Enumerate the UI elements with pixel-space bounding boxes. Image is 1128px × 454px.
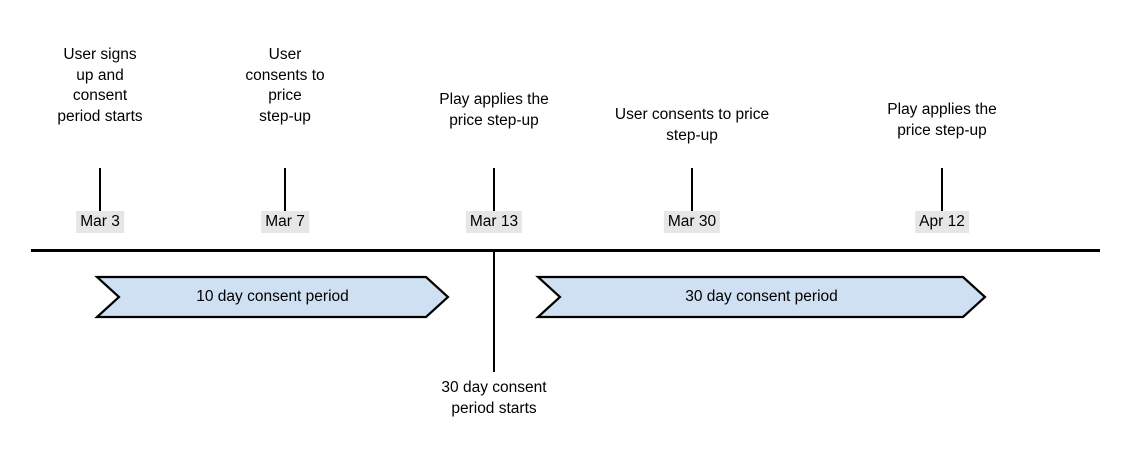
date-chip-signup: Mar 3 xyxy=(76,211,124,233)
timeline-axis xyxy=(31,249,1100,252)
event-tick-signup xyxy=(99,168,102,214)
event-below-label-stepup-applied-1: 30 day consent period starts xyxy=(441,379,547,417)
banner-shape-consent-period-30-day xyxy=(535,275,987,319)
event-label-stepup-applied-2: Play applies the price step-up xyxy=(887,101,997,139)
banner-shape-consent-period-10-day xyxy=(94,275,450,319)
date-chip-stepup-applied-2: Apr 12 xyxy=(915,211,969,233)
date-chip-consent-30day: Mar 30 xyxy=(663,211,721,233)
event-tick-stepup-applied-1 xyxy=(493,168,496,214)
date-chip-stepup-applied-1: Mar 13 xyxy=(465,211,523,233)
event-tick-consent-10day xyxy=(284,168,287,214)
event-tick-stepup-applied-2 xyxy=(941,168,944,214)
banner-label-consent-period-10-day: 10 day consent period xyxy=(196,288,349,305)
event-label-consent-10day: User consents to price step-up xyxy=(245,46,325,125)
consent-period-banner-consent-period-30-day: 30 day consent period xyxy=(535,275,987,319)
consent-period-banner-consent-period-10-day: 10 day consent period xyxy=(94,275,450,319)
event-label-stepup-applied-1: Play applies the price step-up xyxy=(439,91,549,129)
banner-label-consent-period-30-day: 30 day consent period xyxy=(685,288,838,305)
event-tick-below-stepup-applied-1 xyxy=(493,250,496,372)
event-label-consent-30day: User consents to price step-up xyxy=(614,106,770,144)
event-label-signup: User signs up and consent period starts xyxy=(57,46,143,125)
date-chip-consent-10day: Mar 7 xyxy=(261,211,309,233)
event-tick-consent-30day xyxy=(691,168,694,214)
